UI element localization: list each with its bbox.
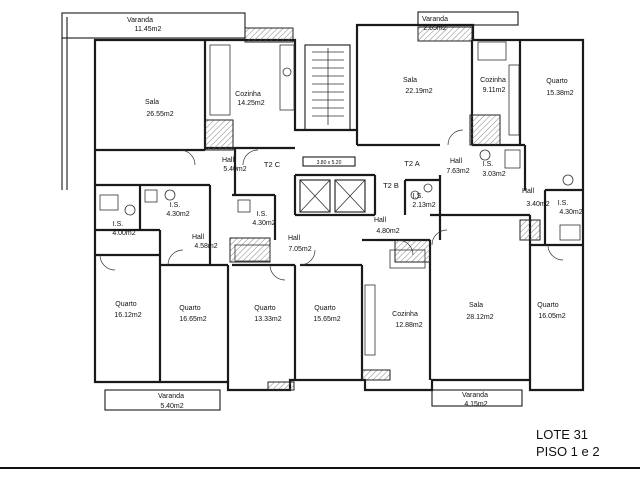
- varanda-top-left: [61, 12, 246, 190]
- room-area-is-right-b: 2.13m2: [412, 202, 435, 209]
- outer-walls: [93, 23, 585, 392]
- room-name-quarto-br: Quarto: [537, 302, 559, 309]
- room-name-sala-center: Sala: [403, 77, 417, 84]
- room-name-varanda-br: Varanda: [462, 392, 488, 399]
- stair-dimension: 3.80 x 5.20: [317, 160, 342, 166]
- room-name-hall-center-b: Hall: [374, 217, 387, 224]
- room-area-sala-center: 22.19m2: [405, 88, 432, 95]
- room-area-is-right-a: 3.03m2: [482, 171, 505, 178]
- room-name-sala-right: Sala: [469, 302, 483, 309]
- room-name-is-right-a: I.S.: [483, 161, 494, 168]
- room-name-quarto-c-2: Quarto: [314, 305, 336, 312]
- lot-number: LOTE 31: [536, 427, 589, 442]
- unit-tag-t2c: T2 C: [264, 160, 281, 169]
- room-area-sala-right: 28.12m2: [466, 314, 493, 321]
- room-area-cozinha-right: 9.11m2: [483, 87, 506, 94]
- room-area-is-left-a: 4.00m2: [112, 230, 135, 237]
- unit-tags: T2 C T2 A T2 B 3.80 x 5.20: [264, 156, 420, 190]
- room-name-is-left-a: I.S.: [113, 221, 124, 228]
- room-name-is-left-b: I.S.: [170, 202, 181, 209]
- structural-columns: [204, 26, 541, 391]
- room-area-hall-center: 7.05m2: [288, 246, 311, 253]
- door-swings: [99, 129, 564, 281]
- room-name-is-right-b: I.S.: [413, 193, 424, 200]
- room-area-hall-left-b: 4.58m2: [194, 243, 217, 250]
- room-area-is-center: 4.30m2: [252, 220, 275, 227]
- room-area-hall-center-b: 4.80m2: [376, 228, 399, 235]
- room-name-quarto-tr: Quarto: [546, 78, 568, 85]
- room-name-hall-left: Hall: [222, 157, 235, 164]
- room-area-is-left-b: 4.30m2: [166, 211, 189, 218]
- fixtures: [99, 41, 581, 356]
- room-name-cozinha-center: Cozinha: [392, 311, 418, 318]
- room-area-varanda-tl: 11.45m2: [135, 26, 162, 33]
- room-name-hall-right: Hall: [450, 158, 463, 165]
- room-name-cozinha-right: Cozinha: [480, 77, 506, 84]
- unit-tag-t2b: T2 B: [383, 181, 399, 190]
- room-area-quarto-ll-2: 16.65m2: [179, 316, 206, 323]
- room-area-varanda-tr: 2.65m2: [423, 25, 446, 32]
- room-area-varanda-br: 4.15m2: [464, 401, 487, 408]
- plan-caption: LOTE 31 PISO 1 e 2: [536, 426, 600, 460]
- room-name-varanda-bl: Varanda: [158, 393, 184, 400]
- room-name-cozinha-left: Cozinha: [235, 91, 261, 98]
- room-name-hall-left-b: Hall: [192, 234, 205, 241]
- stair-core: [299, 44, 366, 213]
- room-area-hall-left: 5.40m2: [223, 166, 246, 173]
- room-name-quarto-ll-2: Quarto: [179, 305, 201, 312]
- room-name-is-center: I.S.: [257, 211, 268, 218]
- bottom-rule: [0, 467, 640, 469]
- room-name-varanda-tr: Varanda: [422, 16, 448, 23]
- room-name-quarto-c-1: Quarto: [254, 305, 276, 312]
- room-area-quarto-ll-1: 16.12m2: [114, 312, 141, 319]
- room-area-is-right-c: 4.30m2: [559, 209, 582, 216]
- room-area-quarto-c-2: 15.65m2: [313, 316, 340, 323]
- room-name-sala-left: Sala: [145, 99, 159, 106]
- room-area-quarto-br: 16.05m2: [538, 313, 565, 320]
- room-area-cozinha-left: 14.25m2: [237, 100, 264, 107]
- room-name-hall-center: Hall: [288, 235, 301, 242]
- room-area-quarto-tr: 15.38m2: [546, 90, 573, 97]
- room-name-hall-right-b: Hall: [522, 188, 535, 195]
- floor-indicator: PISO 1 e 2: [536, 444, 600, 459]
- room-area-varanda-bl: 5.40m2: [160, 403, 183, 410]
- room-area-cozinha-center: 12.88m2: [395, 322, 422, 329]
- room-labels: Varanda 11.45m2 Sala 26.55m2 Cozinha 14.…: [112, 16, 582, 410]
- room-name-quarto-ll-1: Quarto: [115, 301, 137, 308]
- unit-tag-t2a: T2 A: [404, 159, 419, 168]
- room-area-sala-left: 26.55m2: [146, 111, 173, 118]
- room-area-hall-right: 7.63m2: [446, 168, 469, 175]
- room-area-quarto-c-1: 13.33m2: [254, 316, 281, 323]
- room-area-hall-right-b: 3.40m2: [526, 201, 549, 208]
- room-name-varanda-tl: Varanda: [127, 17, 153, 24]
- room-name-is-right-c: I.S.: [558, 200, 569, 207]
- balconies: [104, 11, 523, 411]
